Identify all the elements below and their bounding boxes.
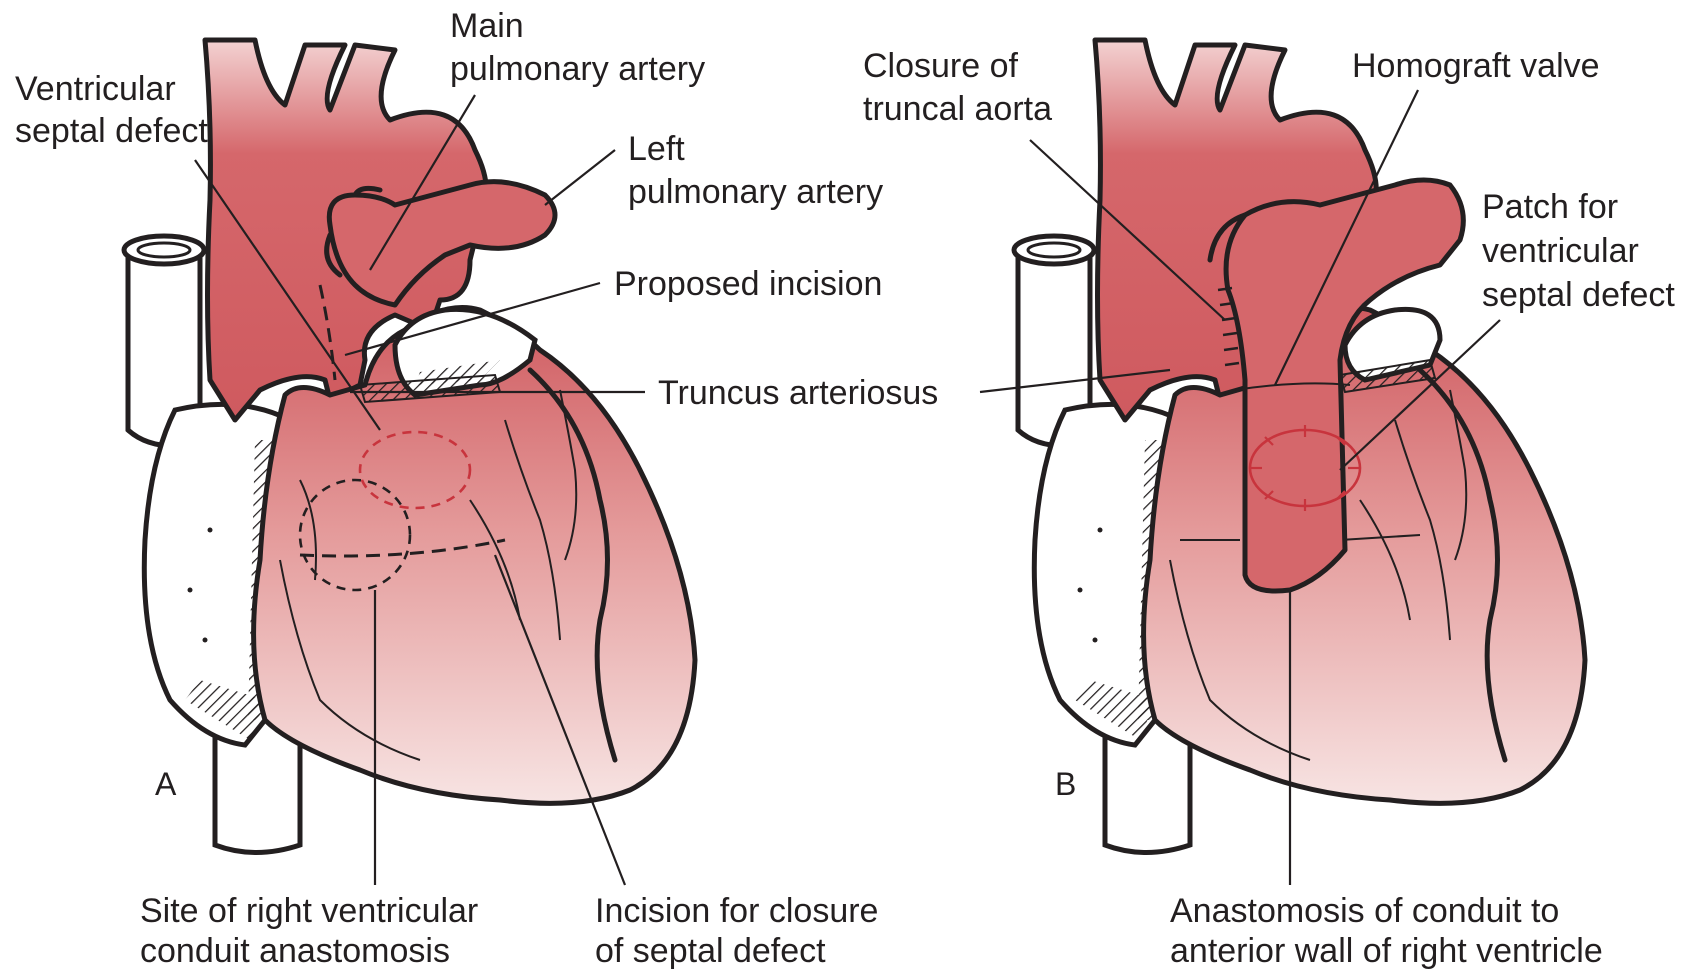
panel-label-b: B xyxy=(1055,766,1076,802)
panel-b: Closure of truncal aorta Homograft valve… xyxy=(863,40,1675,970)
label-mpa-line2: pulmonary artery xyxy=(450,50,705,88)
label-patch-line3: septal defect xyxy=(1482,276,1675,314)
label-site-line2: conduit anastomosis xyxy=(140,932,450,970)
label-vsd-line1: Ventricular xyxy=(15,70,176,108)
label-anast-line1: Anastomosis of conduit to xyxy=(1170,892,1559,930)
label-incision-line1: Incision for closure xyxy=(595,892,878,930)
label-incision-line2: of septal defect xyxy=(595,932,826,970)
inferior-vena-cava-b xyxy=(1105,735,1190,853)
heart-body-a xyxy=(254,308,695,804)
heart-body-b xyxy=(1144,308,1585,804)
label-site-line1: Site of right ventricular xyxy=(140,892,478,930)
panel-label-a: A xyxy=(155,766,177,802)
label-lpa-line2: pulmonary artery xyxy=(628,173,883,211)
label-mpa-line1: Main xyxy=(450,7,524,45)
label-patch-line1: Patch for xyxy=(1482,188,1618,226)
inferior-vena-cava xyxy=(215,735,300,853)
label-proposed-incision: Proposed incision xyxy=(614,265,882,303)
label-vsd-line2: septal defect xyxy=(15,112,208,150)
label-anast-line2: anterior wall of right ventricle xyxy=(1170,932,1603,970)
label-lpa-line1: Left xyxy=(628,130,685,168)
label-homograft: Homograft valve xyxy=(1352,47,1600,85)
panel-a: Ventricular septal defect Main pulmonary… xyxy=(15,7,938,970)
label-closure-line2: truncal aorta xyxy=(863,90,1052,128)
label-closure-line1: Closure of xyxy=(863,47,1019,85)
label-truncus: Truncus arteriosus xyxy=(658,374,938,412)
label-patch-line2: ventricular xyxy=(1482,232,1639,270)
